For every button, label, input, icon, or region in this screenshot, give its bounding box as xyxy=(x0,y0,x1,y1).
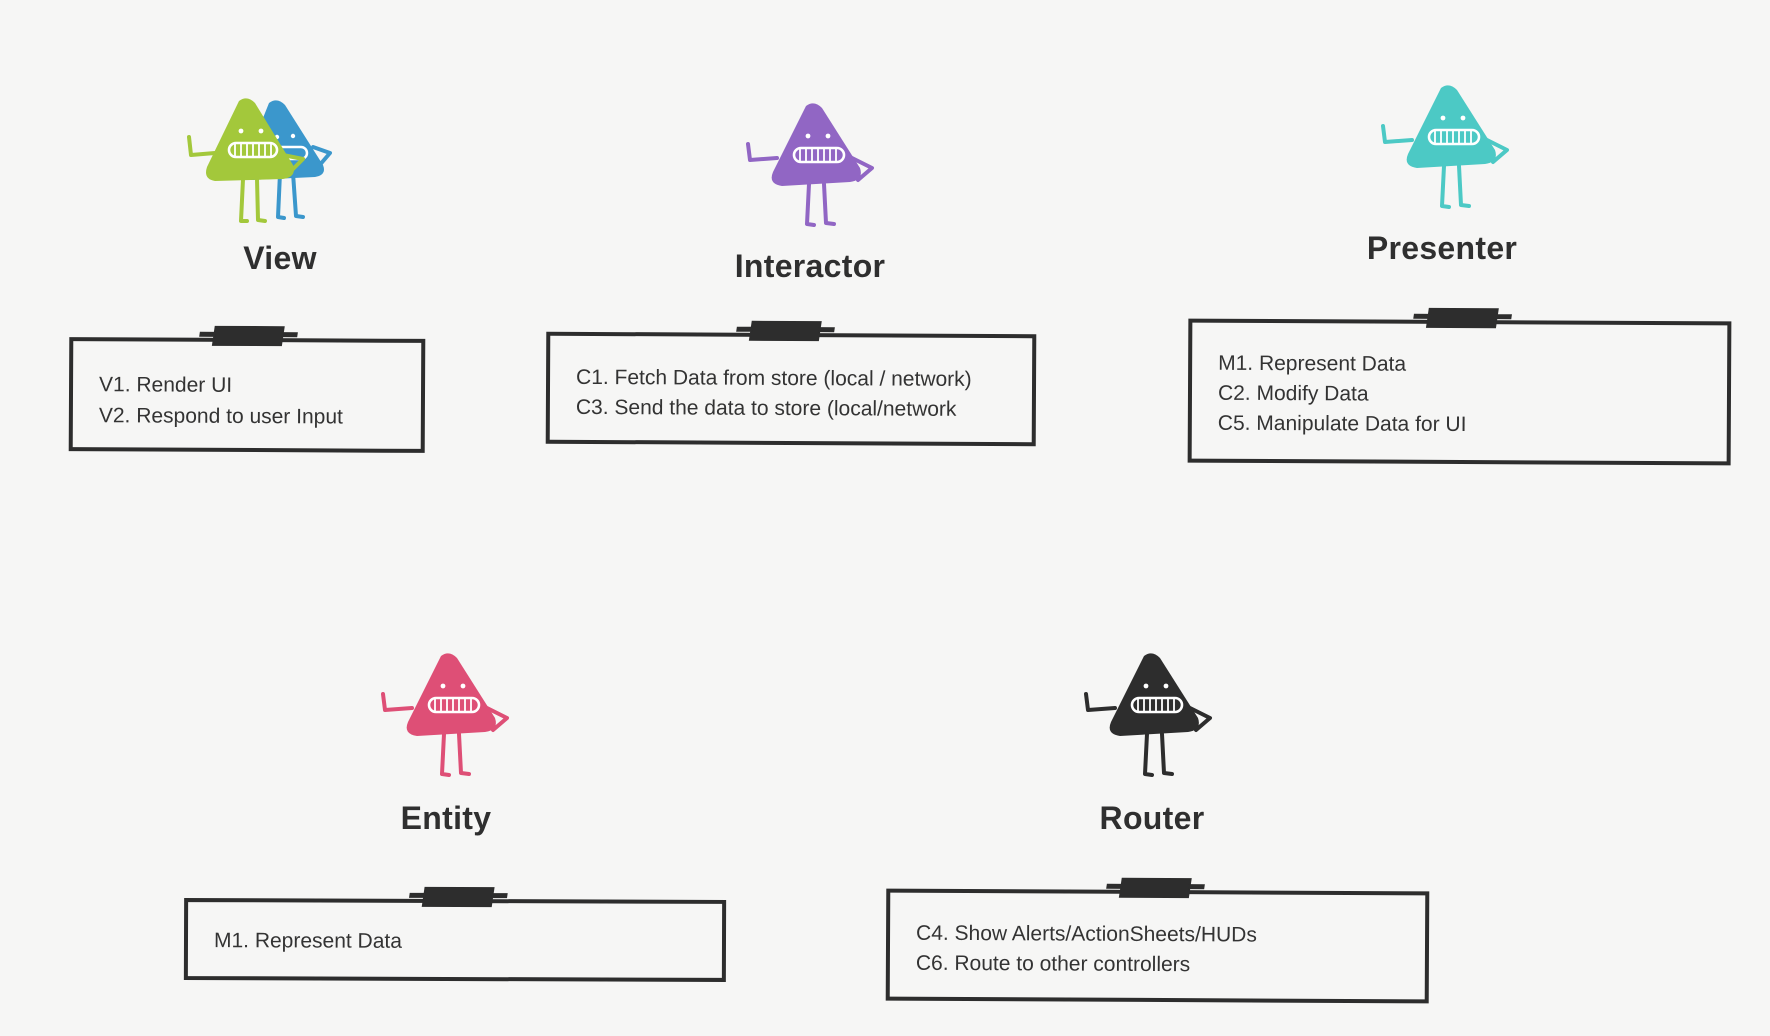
module-title: Presenter xyxy=(1366,230,1518,266)
presenter-mascot-icon xyxy=(1375,82,1515,212)
router-responsibilities-box: C4. Show Alerts/ActionSheets/HUDs C6. Ro… xyxy=(885,877,1430,1004)
responsibility-line: M1. Represent Data xyxy=(1218,351,1407,376)
responsibility-line: C1. Fetch Data from store (local / netwo… xyxy=(575,365,972,391)
tape-icon xyxy=(1118,877,1192,899)
tape-icon xyxy=(748,320,822,342)
entity-mascot-icon xyxy=(375,650,515,780)
module-title: Router xyxy=(1099,800,1205,836)
tape-icon xyxy=(211,325,285,347)
tape-icon xyxy=(1425,307,1499,329)
presenter-responsibilities-box: M1. Represent Data C2. Modify Data C5. M… xyxy=(1187,307,1732,466)
module-title: Interactor xyxy=(734,248,886,284)
responsibility-line: C2. Modify Data xyxy=(1217,381,1369,406)
tape-icon xyxy=(421,886,495,908)
responsibility-line: C4. Show Alerts/ActionSheets/HUDs xyxy=(916,921,1257,947)
responsibility-line: C5. Manipulate Data for UI xyxy=(1217,411,1467,437)
responsibility-line: C6. Route to other controllers xyxy=(915,951,1191,977)
entity-responsibilities-box: M1. Represent Data xyxy=(183,886,727,982)
module-title: View xyxy=(243,240,317,276)
interactor-responsibilities-box: C1. Fetch Data from store (local / netwo… xyxy=(545,320,1037,447)
interactor-mascot-icon xyxy=(740,100,880,230)
responsibility-line: V2. Respond to user Input xyxy=(98,404,343,429)
view-mascot-icon xyxy=(185,95,355,230)
view-responsibilities-box: V1. Render UI V2. Respond to user Input xyxy=(68,325,426,453)
mascot-green-icon xyxy=(187,98,305,223)
module-title: Entity xyxy=(400,800,492,836)
responsibility-line: V1. Render UI xyxy=(98,373,233,397)
responsibility-line: C3. Send the data to store (local/networ… xyxy=(575,395,957,421)
router-mascot-icon xyxy=(1078,650,1218,780)
responsibility-line: M1. Represent Data xyxy=(213,929,402,953)
